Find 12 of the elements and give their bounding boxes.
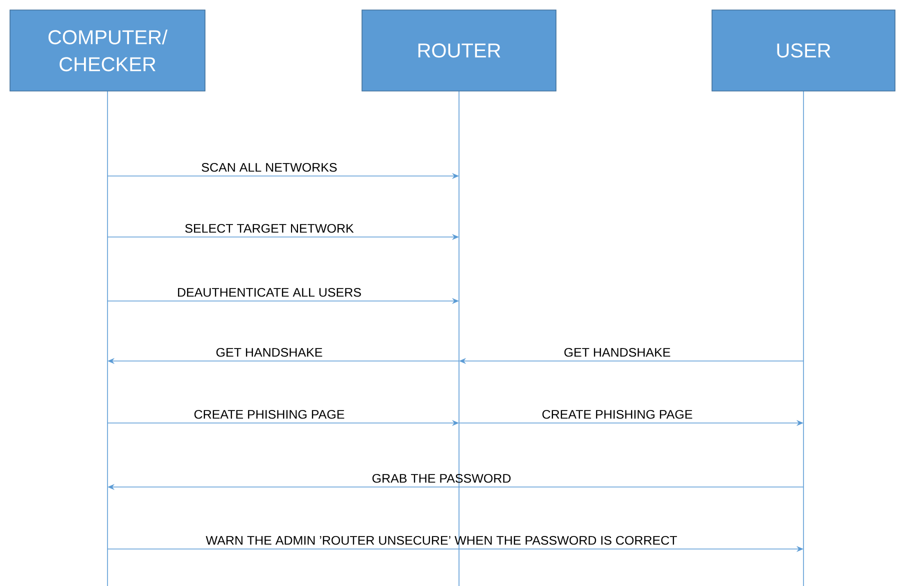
edge-label: WARN THE ADMIN ’ROUTER UNSECURE’ WHEN THE PASSWORD IS CORRECT xyxy=(206,536,677,545)
edge-label: GET HANDSHAKE xyxy=(564,348,670,357)
edge-label: GET HANDSHAKE xyxy=(216,348,322,357)
participant-box: USER xyxy=(712,10,896,92)
edge-label: CREATE PHISHING PAGE xyxy=(194,410,344,419)
edge-label: DEAUTHENTICATE ALL USERS xyxy=(178,288,361,297)
edge-label: CREATE PHISHING PAGE xyxy=(542,410,692,419)
edge-label: SCAN ALL NETWORKS xyxy=(202,162,337,172)
edge-label: SELECT TARGET NETWORK xyxy=(185,224,354,233)
participant-box: COMPUTER/ CHECKER xyxy=(10,10,206,92)
participant-box: ROUTER xyxy=(362,10,556,92)
edge-label: GRAB THE PASSWORD xyxy=(372,474,511,483)
